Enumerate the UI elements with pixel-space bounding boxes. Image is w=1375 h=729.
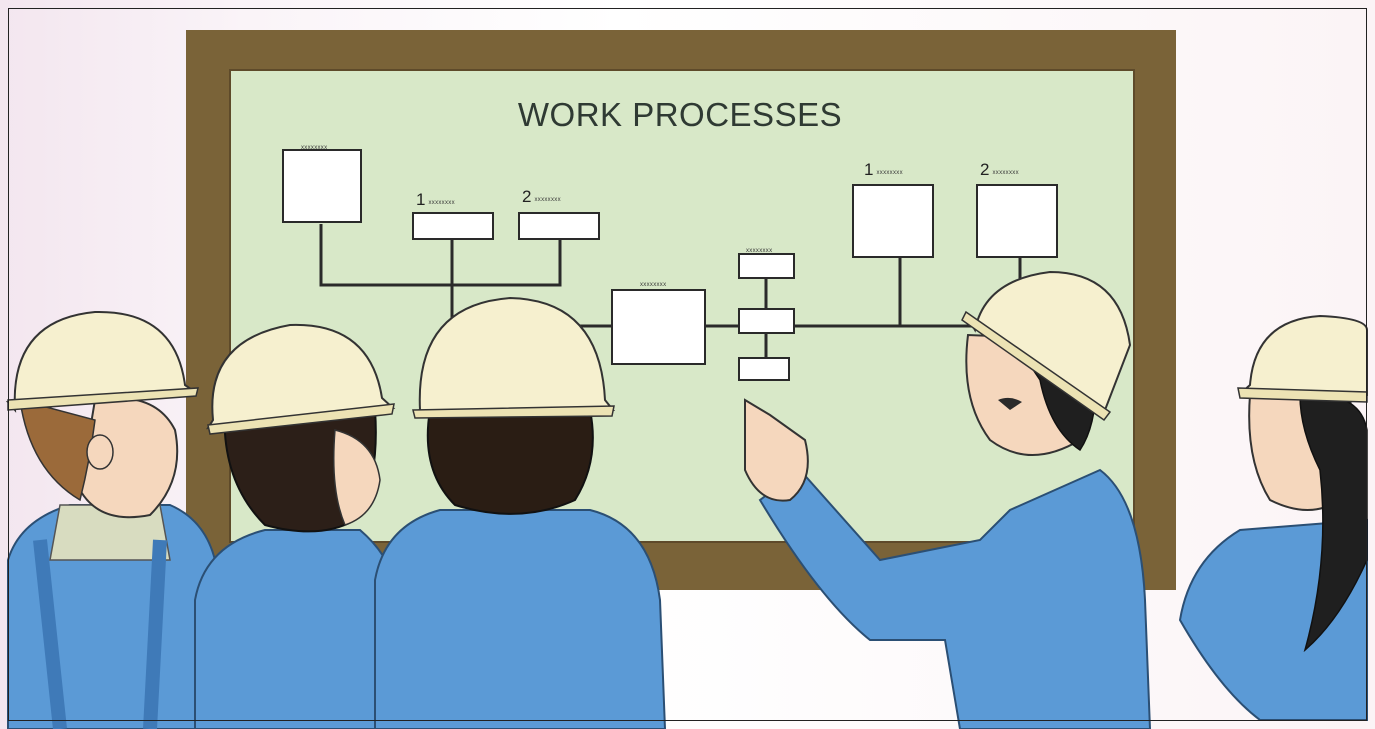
box-caption: xxxxxxxx [298, 135, 327, 155]
diagram-box [282, 149, 362, 223]
worker-second [194, 323, 399, 729]
diagram-box [738, 308, 795, 334]
diagram-box [738, 357, 790, 381]
box-caption-text: xxxxxxxx [534, 196, 561, 203]
box-caption-text: xxxxxxxx [992, 169, 1019, 176]
box-caption: xxxxxxxx [637, 272, 666, 292]
box-caption-text: xxxxxxxx [428, 199, 455, 206]
box-caption-number: 2 [980, 160, 990, 179]
worker-center [374, 296, 667, 729]
diagram-box [976, 184, 1058, 258]
board-title: WORK PROCESSES [517, 96, 843, 133]
diagram-box [611, 289, 706, 365]
worker-pointing [744, 270, 1152, 729]
worker-left [5, 310, 216, 729]
diagram-box [412, 212, 494, 240]
diagram-boxes [282, 149, 1058, 381]
box-caption-number: 2 [522, 187, 532, 206]
worker-right [1178, 314, 1368, 721]
box-caption-text: xxxxxxxx [876, 169, 903, 176]
box-caption-text: xxxxxxxx [301, 144, 328, 151]
box-caption-text: xxxxxxxx [746, 247, 773, 254]
box-caption-number: 1 [416, 190, 426, 209]
diagram-box [738, 253, 795, 279]
box-caption-number: 1 [864, 160, 874, 179]
diagram-box [852, 184, 934, 258]
box-caption: xxxxxxxx [743, 238, 772, 258]
diagram-box [518, 212, 600, 240]
box-caption-text: xxxxxxxx [640, 281, 667, 288]
